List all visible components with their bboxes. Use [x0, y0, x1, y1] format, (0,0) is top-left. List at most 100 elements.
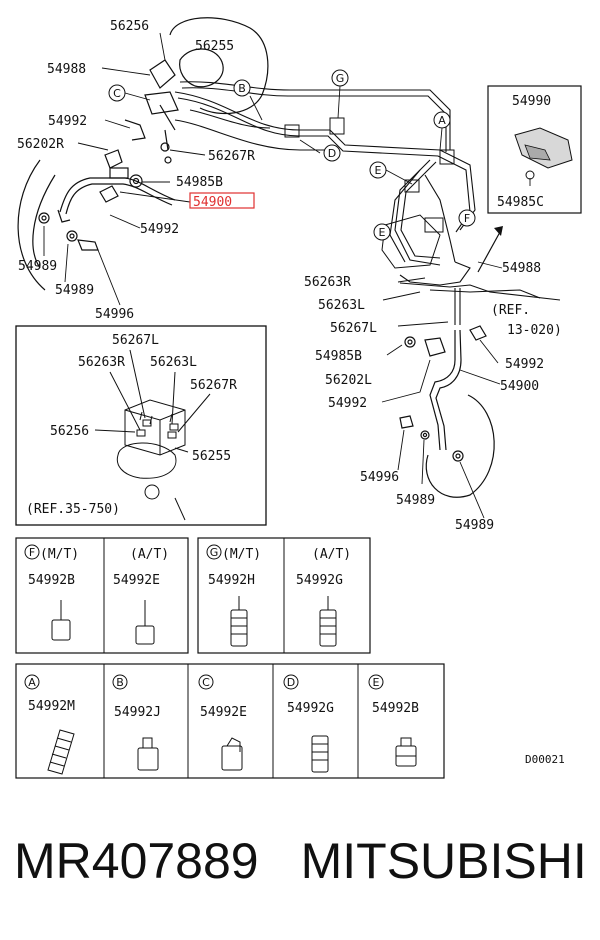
clip-icon-54992e [135, 625, 155, 645]
col-d-letter: D [287, 676, 295, 689]
callout-56267l: 56267L [330, 321, 377, 336]
callout-54989-right1: 54989 [396, 493, 435, 508]
table-g-letter: G [210, 546, 219, 559]
table-f-at: (A/T) [130, 547, 169, 562]
inset-ref: (REF.35-750) [26, 502, 120, 517]
callout-54992-top: 54992 [48, 114, 87, 129]
table-g-at-part: 54992G [296, 573, 343, 588]
circle-letter-e: E [375, 164, 382, 177]
diagram-code: D00021 [525, 753, 565, 766]
leader-lines [43, 32, 531, 519]
clip-icon-54992h [230, 609, 248, 647]
clip-icon-54992j [137, 737, 159, 771]
circle-marker-c: C [108, 84, 126, 102]
inset-56256: 56256 [50, 424, 89, 439]
callout-54988-right: 54988 [502, 261, 541, 276]
callout-54996-right: 54996 [360, 470, 399, 485]
clip-table-g: G (M/T) (A/T) 54992H 54992G [197, 537, 371, 654]
clip-col-c: C 54992E [198, 674, 247, 771]
callout-56255: 56255 [195, 39, 234, 54]
clip-icon-54992e-b [221, 737, 243, 771]
circle-marker-d: D [323, 144, 341, 162]
table-f-mt-part: 54992B [28, 573, 75, 588]
callout-56263l: 56263L [318, 298, 365, 313]
callout-54992-right: 54992 [505, 357, 544, 372]
footer-caption: MR407889 MITSUBISHI [14, 832, 587, 890]
inset-56255: 56255 [192, 449, 231, 464]
clip-icon-54992b-b [395, 737, 417, 767]
circle-marker-b: B [233, 79, 251, 97]
callout-54992-mid: 54992 [140, 222, 179, 237]
callout-56263r: 56263R [304, 275, 351, 290]
circle-marker-g: G [331, 69, 349, 87]
right-brake-hose [399, 325, 495, 498]
col-b-letter: B [116, 676, 124, 689]
inset-hydraulic-unit: 56267L 56263R 56263L 56267R 56256 56255 … [15, 325, 267, 526]
circle-marker-e2: E [373, 223, 391, 241]
callout-54900-highlighted: 54900 [193, 195, 232, 210]
circle-letter-d: D [328, 147, 336, 160]
clip-table-f: F (M/T) (A/T) 54992B 54992E [15, 537, 189, 654]
inset-56263r: 56263R [78, 355, 125, 370]
footer-brand: MITSUBISHI [300, 833, 587, 889]
left-brake-hose [17, 119, 176, 291]
callout-54990: 54990 [512, 94, 551, 109]
col-b-part: 54992J [114, 705, 161, 720]
ref-text-1: (REF. [491, 303, 530, 318]
circle-letter-b: B [238, 82, 246, 95]
proportioning-valve-inset [477, 85, 582, 273]
col-c-letter: C [202, 676, 210, 689]
circle-letter-c: C [113, 87, 121, 100]
table-f-mt: (M/T) [40, 547, 79, 562]
highlight-54900 [189, 192, 255, 209]
clip-icon-54992g [319, 609, 337, 647]
inset-56263l: 56263L [150, 355, 197, 370]
inset-56267l: 56267L [112, 333, 159, 348]
circle-letter-f: F [464, 212, 470, 225]
clip-col-b: B 54992J [112, 674, 161, 771]
table-g-mt: (M/T) [222, 547, 261, 562]
callout-56202l: 56202L [325, 373, 372, 388]
inset-56267r: 56267R [190, 378, 237, 393]
table-g-at: (A/T) [312, 547, 351, 562]
col-a-letter: A [28, 676, 36, 689]
callout-54989-left1: 54989 [18, 259, 57, 274]
table-f-letter: F [29, 546, 35, 559]
clip-icon-54992g-b [311, 735, 329, 773]
callout-54985b-right: 54985B [315, 349, 362, 364]
circle-marker-a: A [433, 111, 451, 129]
footer-part-number: MR407889 [14, 833, 259, 889]
circle-marker-f: F [458, 209, 476, 227]
callout-54992-lower: 54992 [328, 396, 367, 411]
callout-56202r: 56202R [17, 137, 64, 152]
clip-table-bottom: A 54992M B 54992J C 54992E [15, 663, 445, 779]
clip-col-d: D 54992G [283, 674, 334, 773]
callout-56267r: 56267R [208, 149, 255, 164]
circle-letter-e: E [379, 226, 386, 239]
callout-54989-left2: 54989 [55, 283, 94, 298]
callout-54900-right: 54900 [500, 379, 539, 394]
clip-col-e: E 54992B [368, 674, 419, 767]
circle-letter-g: G [336, 72, 345, 85]
callout-54988-top: 54988 [47, 62, 86, 77]
hydraulic-unit-outline [284, 117, 455, 269]
table-g-mt-part: 54992H [208, 573, 255, 588]
callout-54985b: 54985B [176, 175, 223, 190]
circle-letter-a: A [438, 114, 446, 127]
circle-marker-e1: E [369, 161, 387, 179]
ref-text-2: 13-020) [507, 323, 562, 338]
clip-icon-54992m [47, 729, 75, 775]
col-e-part: 54992B [372, 701, 419, 716]
col-a-part: 54992M [28, 699, 75, 714]
callout-54996: 54996 [95, 307, 134, 322]
col-d-part: 54992G [287, 701, 334, 716]
table-f-at-part: 54992E [113, 573, 160, 588]
col-c-part: 54992E [200, 705, 247, 720]
callout-56256: 56256 [110, 19, 149, 34]
callout-54985c: 54985C [497, 195, 544, 210]
clip-icon-54992b [51, 619, 71, 641]
callout-54989-right2: 54989 [455, 518, 494, 533]
clip-col-a: A 54992M [24, 674, 75, 775]
col-e-letter: E [373, 676, 380, 689]
